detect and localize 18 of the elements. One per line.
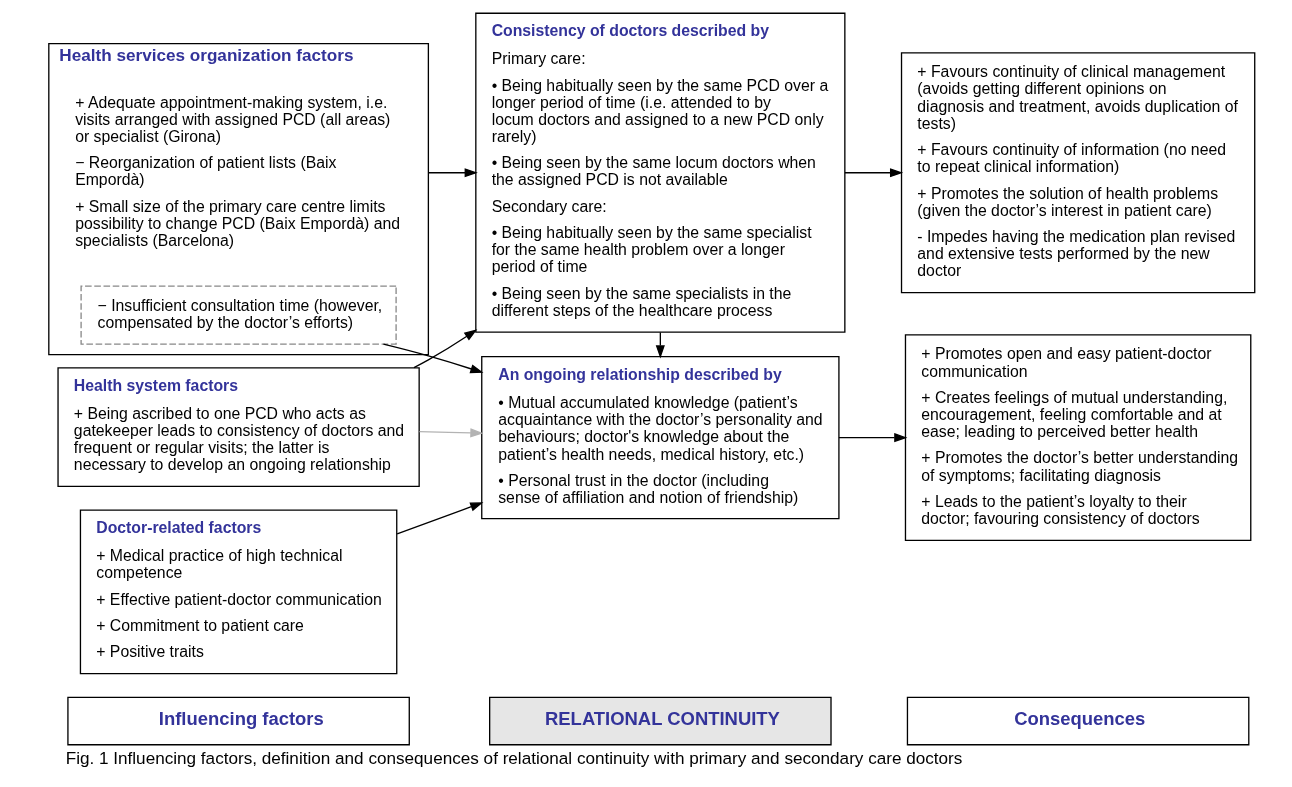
- node-box: Influencing factors: [66, 696, 410, 746]
- node-box: An ongoing relationship described by • Mutual accumulated knowledge (patient’s acquaintance with the doctor’s personality and behaviours; doctor's knowledge about the patient’s health needs, medical history, etc.) • Personal trust in the doctor (including sense of affiliation and notion of friendship): [480, 355, 840, 520]
- arrow: [427, 168, 478, 178]
- arrow: [837, 433, 907, 443]
- arrow: [418, 428, 483, 438]
- arrow: [396, 502, 483, 535]
- node-box: Consequences: [906, 696, 1249, 746]
- arrow: [412, 329, 477, 369]
- node-box: + Promotes open and easy patient-doctor communication + Creates feelings of mutual understanding, encouragement, feeling comfortable and at ease; leading to perceived better health + Promotes the doctor’s better understanding of symptoms; facilitating diagnosis + Leads to the patient’s loyalty to their doctor; favouring consistency of doctors: [904, 334, 1251, 542]
- node-box: Consistency of doctors described by Primary care: • Being habitually seen by the same PCD over a longer period of time (i.e. attended to by locum doctors and assigned to a new PCD only rarely) • Being seen by the same locum doctors when the assigned PCD is not available Secondary care: • Being habitually seen by the same specialist for the same health problem over a longer period of time • Being seen by the same specialists in the different steps of the healthcare process: [474, 12, 845, 333]
- caption: Fig. 1 Influencing factors, definition and consequences of relational continuity with primary and secondary care doctors: [65, 747, 962, 768]
- node-box: − Insufficient consultation time (however, compensated by the doctor’s efforts): [79, 285, 397, 345]
- node-box: + Favours continuity of clinical management (avoids getting different opinions on diagnosis and treatment, avoids duplication of tests) + Favours continuity of information (no need to repeat clinical information) + Promotes the solution of health problems (given the doctor’s interest in patient care) - Impedes having the medication plan revised and extensive tests performed by the new doctor: [900, 52, 1255, 294]
- node-box: Health system factors + Being ascribed to one PCD who acts as gatekeeper leads to consistency of doctors and frequent or regular visits; the latter is necessary to develop an ongoing relationship: [56, 367, 420, 488]
- arrow: [843, 168, 903, 178]
- arrow: [382, 343, 483, 374]
- node-box: RELATIONAL CONTINUITY: [488, 696, 832, 746]
- node-box: Doctor-related factors + Medical practice of high technical competence + Effective patient-doctor communication + Commitment to patient care + Positive traits: [79, 509, 397, 675]
